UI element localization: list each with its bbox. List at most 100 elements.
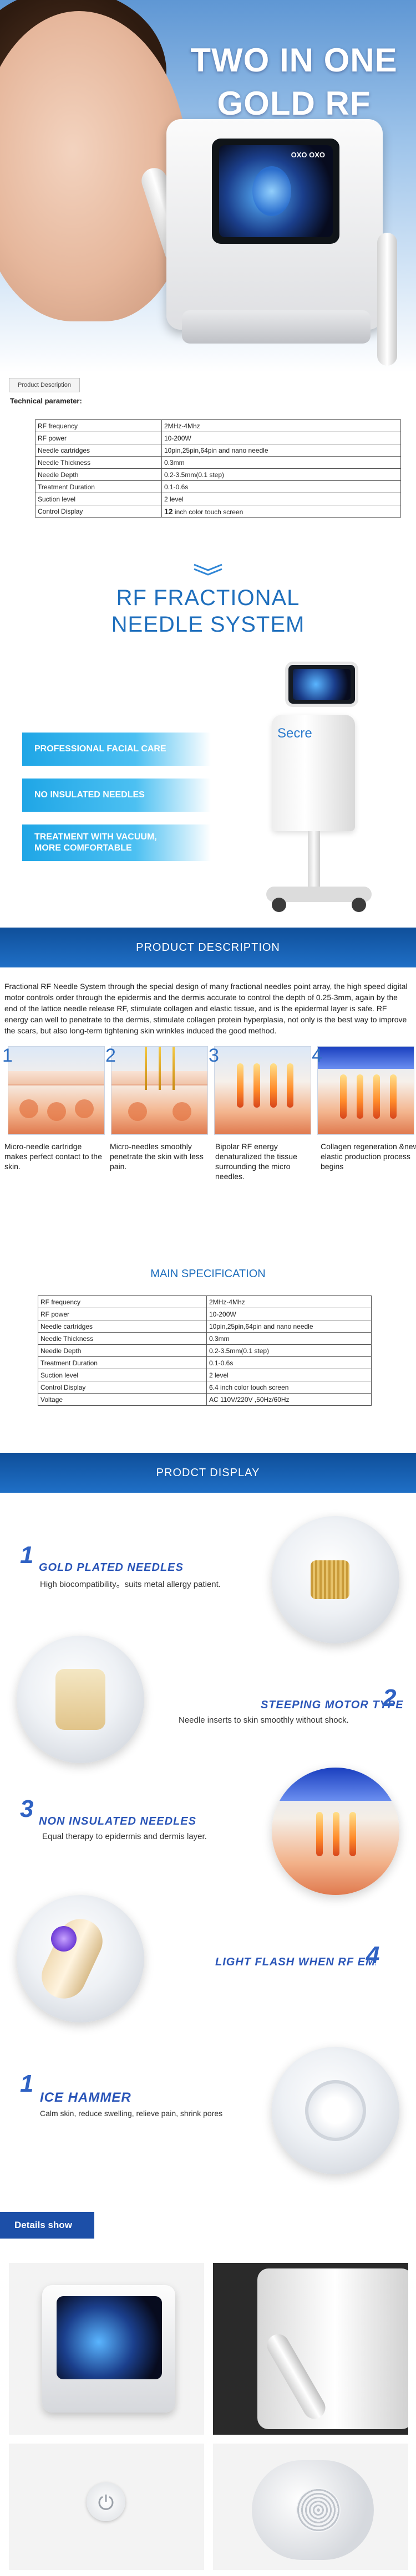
feature-subtitle: Calm skin, reduce swelling, relieve pain… <box>40 2109 223 2118</box>
light-flash-icon <box>51 1926 77 1952</box>
pill-line: MORE COMFORTABLE <box>34 843 132 853</box>
heat-icon <box>270 1063 277 1108</box>
param-name: Treatment Duration <box>38 1356 207 1369</box>
detail-photo-power-button <box>9 2444 204 2570</box>
pill-line: TREATMENT WITH VACUUM, <box>34 832 157 842</box>
needle-icon <box>173 1047 175 1090</box>
feature-title: STEEPING MOTOR TYPE <box>261 1699 404 1711</box>
stage-image-4 <box>317 1046 414 1135</box>
heat-icon <box>253 1063 260 1108</box>
model-face <box>0 11 189 321</box>
feature-title: ICE HAMMER <box>40 2090 131 2105</box>
detail-photo-side <box>213 2263 408 2435</box>
rf-title: RF FRACTIONAL NEEDLE SYSTEM <box>78 585 338 638</box>
chevron-down-icon <box>194 564 222 576</box>
wheel-icon <box>352 898 366 912</box>
rf-title-line2: NEEDLE SYSTEM <box>111 612 305 637</box>
device-screen <box>57 2296 162 2379</box>
cell-icon <box>128 1102 147 1121</box>
param-value: 2MHz-4Mhz <box>161 419 401 432</box>
details-show-tag: Details show <box>0 2212 94 2239</box>
handpiece-shape <box>34 1912 110 2006</box>
display-desc: inch color touch screen <box>174 508 243 516</box>
param-name: RF frequency <box>35 419 162 432</box>
gold-needle-image <box>272 1516 399 1643</box>
hero-title: TWO IN ONE GOLD RF <box>177 39 410 125</box>
param-name: Needle cartridges <box>35 444 162 457</box>
stage-number: 2 <box>105 1045 116 1066</box>
feature-title: NON INSULATED NEEDLES <box>39 1815 196 1827</box>
needle-icon <box>145 1047 147 1090</box>
product-description-tab[interactable]: Product Description <box>9 378 80 392</box>
param-name: Needle cartridges <box>38 1320 207 1333</box>
skin-layer <box>8 1071 104 1085</box>
heat-icon <box>349 1812 356 1856</box>
param-name: Control Display <box>38 1381 207 1394</box>
feature-number: 2 <box>383 1684 397 1712</box>
detail-photo-handpiece <box>213 2444 408 2570</box>
vent-grille <box>296 2488 341 2532</box>
heat-icon <box>357 1074 363 1119</box>
face-scan-icon <box>252 166 291 216</box>
param-value: 0.1-0.6s <box>206 1356 372 1369</box>
main-specification-title: MAIN SPECIFICATION <box>150 1268 266 1280</box>
table-row: Control Display 12 inch color touch scre… <box>35 505 401 518</box>
product-display-banner: PRODCT DISPLAY <box>0 1453 416 1493</box>
param-value: 6.4 inch color touch screen <box>206 1381 372 1394</box>
stand-pole <box>308 831 320 892</box>
feature-number: 1 <box>20 1541 34 1569</box>
stage-image-3 <box>214 1046 311 1135</box>
feature-number: 4 <box>366 1942 380 1969</box>
motor-cartridge-image <box>17 1636 144 1763</box>
feature-pill: NO INSULATED NEEDLES <box>22 779 211 812</box>
heat-icon <box>316 1812 323 1856</box>
stage-number: 1 <box>2 1045 13 1066</box>
stage-caption: Bipolar RF energy denaturalized the tiss… <box>215 1142 297 1181</box>
hero-title-line1: TWO IN ONE <box>190 42 398 79</box>
feature-number: 1 <box>20 2070 34 2097</box>
param-value: 2 level <box>206 1369 372 1381</box>
device-screen-brand: OXO OXO <box>291 151 325 159</box>
param-value: 2MHz-4Mhz <box>206 1295 372 1308</box>
feature-number: 3 <box>20 1795 34 1822</box>
heat-icon <box>390 1074 397 1119</box>
ice-hammer-head <box>305 2080 366 2141</box>
param-name: Needle Depth <box>35 468 162 481</box>
non-insulated-needles-image <box>272 1768 399 1895</box>
stand-body <box>272 715 355 831</box>
needle-icon <box>159 1047 161 1090</box>
param-name: Suction level <box>38 1369 207 1381</box>
stage-number: 4 <box>312 1045 322 1066</box>
rf-title-line1: RF FRACTIONAL <box>116 586 300 610</box>
tech-heading: Technical parameter: <box>10 397 82 405</box>
product-description-banner: PRODUCT DESCRIPTION <box>0 928 416 967</box>
stage-number: 3 <box>209 1045 219 1066</box>
param-value: 0.2-3.5mm(0.1 step) <box>161 468 401 481</box>
param-name: Suction level <box>35 493 162 505</box>
cell-icon <box>173 1102 191 1121</box>
param-value: AC 110V/220V ,50Hz/60Hz <box>206 1393 372 1406</box>
cell-icon <box>19 1099 38 1118</box>
device-screen-display: OXO OXO <box>219 145 333 237</box>
cartridge-shape <box>55 1669 105 1730</box>
ice-hammer-image <box>272 2047 399 2174</box>
feature-title: LIGHT FLASH WHEN RF EMI <box>215 1956 376 1968</box>
stand-screen-display <box>293 669 351 700</box>
heat-icon <box>237 1063 243 1108</box>
param-name: RF power <box>35 432 162 444</box>
heat-icon <box>340 1074 347 1119</box>
param-value: 10pin,25pin,64pin and nano needle <box>206 1320 372 1333</box>
